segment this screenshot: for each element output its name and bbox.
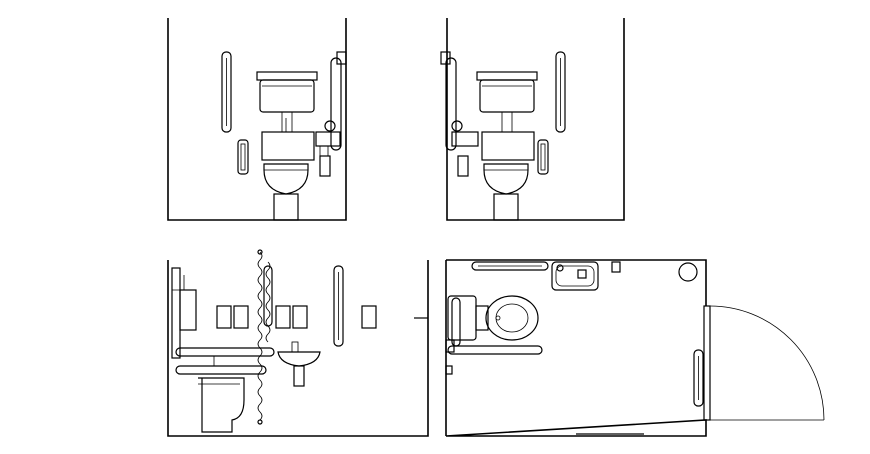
front-elevation-right-view [440, 18, 625, 221]
hinged-support-rail [440, 51, 457, 151]
wash-basin [277, 341, 321, 387]
hinged-support-rail-plan [447, 297, 543, 355]
flush-lever [451, 120, 479, 177]
wall-fixing [445, 339, 455, 353]
wash-basin-plan [551, 261, 599, 291]
wc-pan-side [198, 377, 245, 433]
vertical-grab-rail [221, 51, 232, 133]
hinged-support-rail [330, 51, 347, 151]
floor-plan-view [445, 259, 825, 437]
sanitary-bin [678, 262, 698, 282]
soap-dispenser [611, 261, 621, 273]
side-elevation-view [167, 249, 429, 437]
vertical-grab-rail [333, 265, 344, 347]
hinged-support-rail [175, 347, 275, 375]
emergency-pull-cord [257, 249, 271, 425]
wall-fixing [445, 365, 453, 375]
cistern [256, 71, 318, 133]
seat-hinge-block [261, 131, 315, 161]
elevation-walls [167, 260, 429, 437]
vertical-grab-rail [555, 51, 566, 133]
hand-dryer-panels [216, 305, 377, 329]
toilet-roll-holder [537, 139, 549, 175]
seat-hinge-block [481, 131, 535, 161]
elevation-walls [167, 18, 347, 221]
front-elevation-left-view [167, 18, 347, 221]
wc-pan-plan [447, 295, 539, 341]
flush-lever [315, 120, 341, 177]
horizontal-grab-rail-top [471, 261, 549, 271]
cistern [476, 71, 538, 133]
wc-pan [263, 163, 309, 221]
toilet-roll-holder [237, 139, 249, 175]
wc-pan [483, 163, 529, 221]
grab-rail-door-side [693, 349, 704, 407]
short-grab-rail [263, 265, 273, 327]
cistern-side [171, 267, 197, 359]
door-swing [703, 305, 825, 421]
plan-walls [445, 259, 707, 437]
elevation-walls [446, 18, 625, 221]
